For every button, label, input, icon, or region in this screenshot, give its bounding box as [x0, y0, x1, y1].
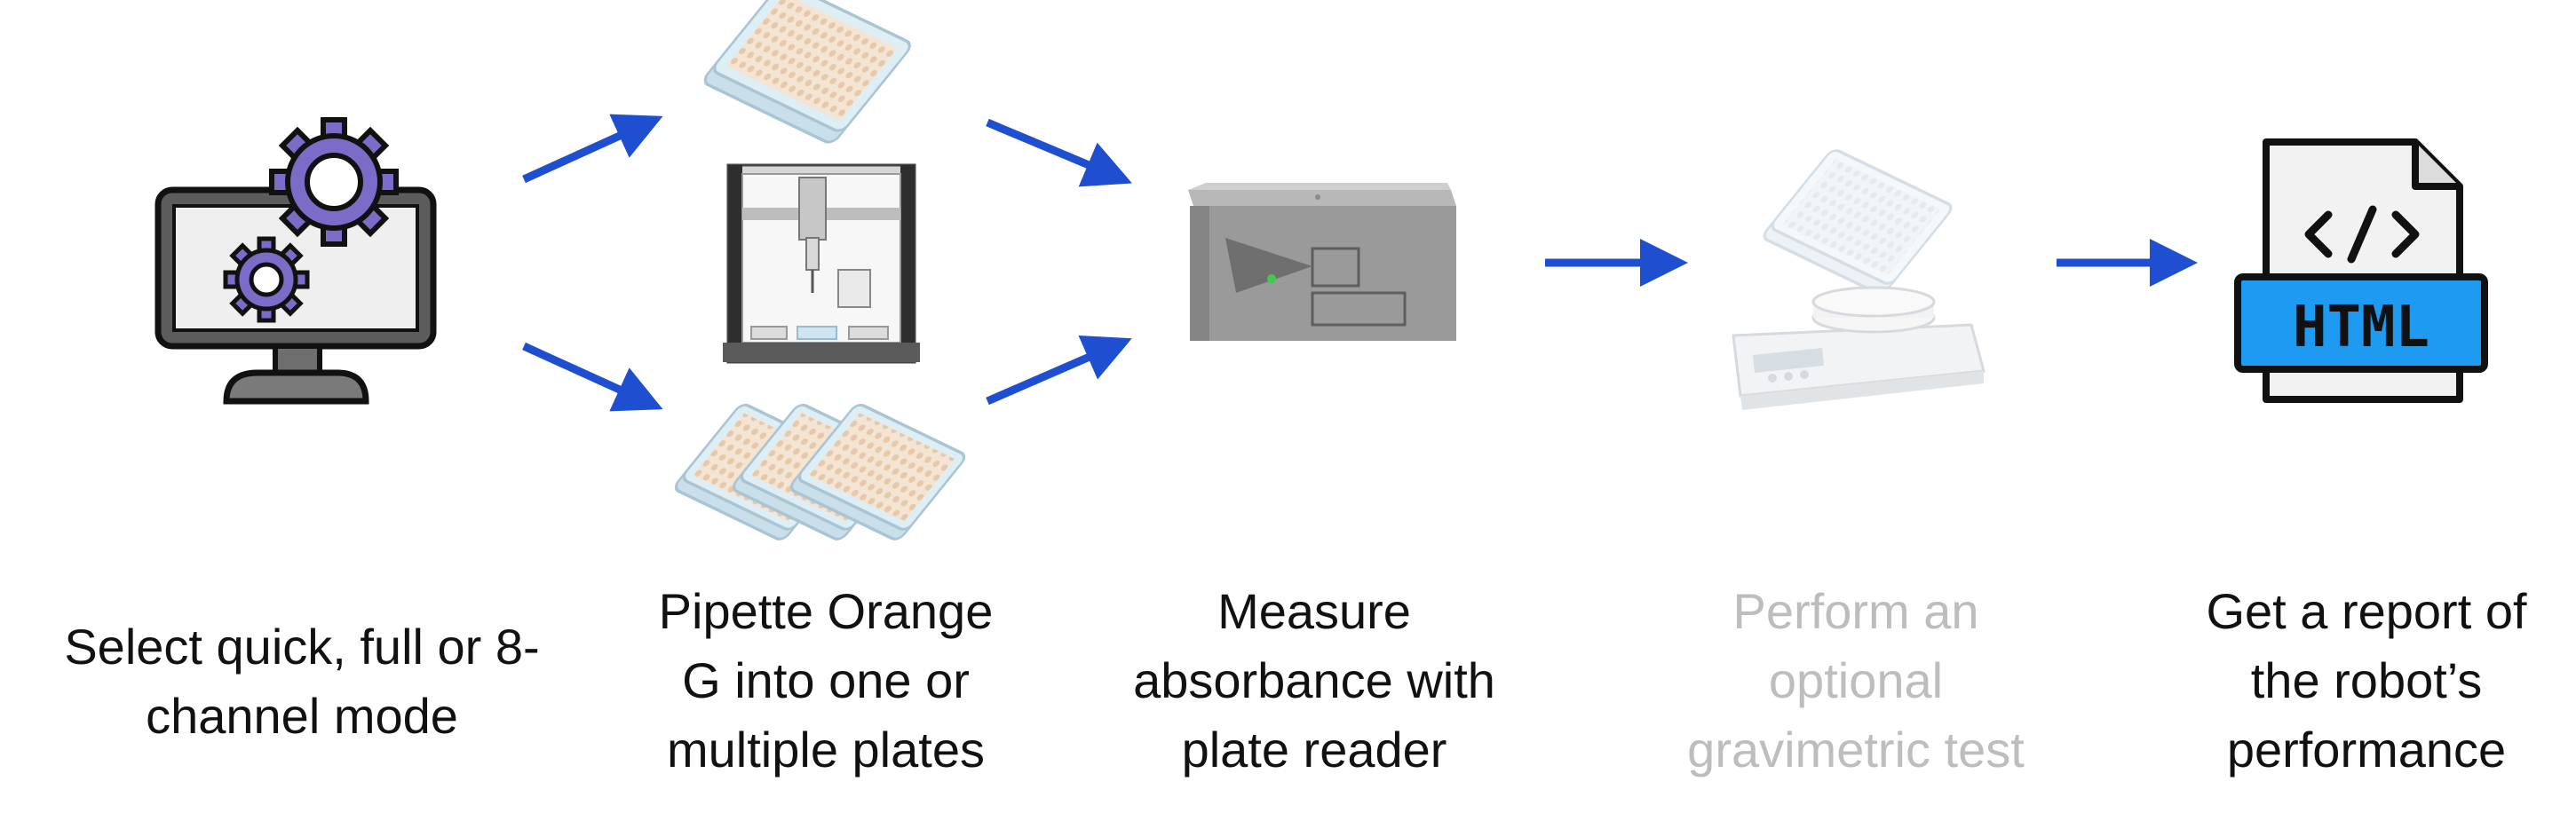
plate-reader-icon: [1188, 183, 1456, 341]
html-file-icon: HTML: [2234, 138, 2488, 403]
step-caption-report: Get a report of the robot’s performance: [2206, 583, 2527, 778]
arrow-plates-to-reader: [986, 336, 1132, 406]
step-caption-gravimetric: Perform an optional gravimetric test: [1687, 583, 2025, 778]
pipetting-robot-icon: [723, 163, 920, 364]
arrow-to-plate-top: [522, 114, 663, 184]
step-caption-measure: Measure absorbance with plate reader: [1133, 583, 1495, 778]
computer-gears-icon: [155, 117, 437, 405]
step-caption-pipette: Pipette Orange G into one or multiple pl…: [658, 583, 994, 778]
well-plate-icon: [703, 0, 911, 144]
step-caption-select-mode: Select quick, full or 8- channel mode: [64, 619, 540, 744]
well-plate-stack-icon: [674, 403, 966, 541]
html-badge-label: HTML: [2293, 295, 2429, 360]
balance-icon: [1732, 149, 1986, 410]
arrow-to-plates-bottom: [522, 342, 663, 412]
arrow-plate-to-reader: [986, 118, 1132, 187]
